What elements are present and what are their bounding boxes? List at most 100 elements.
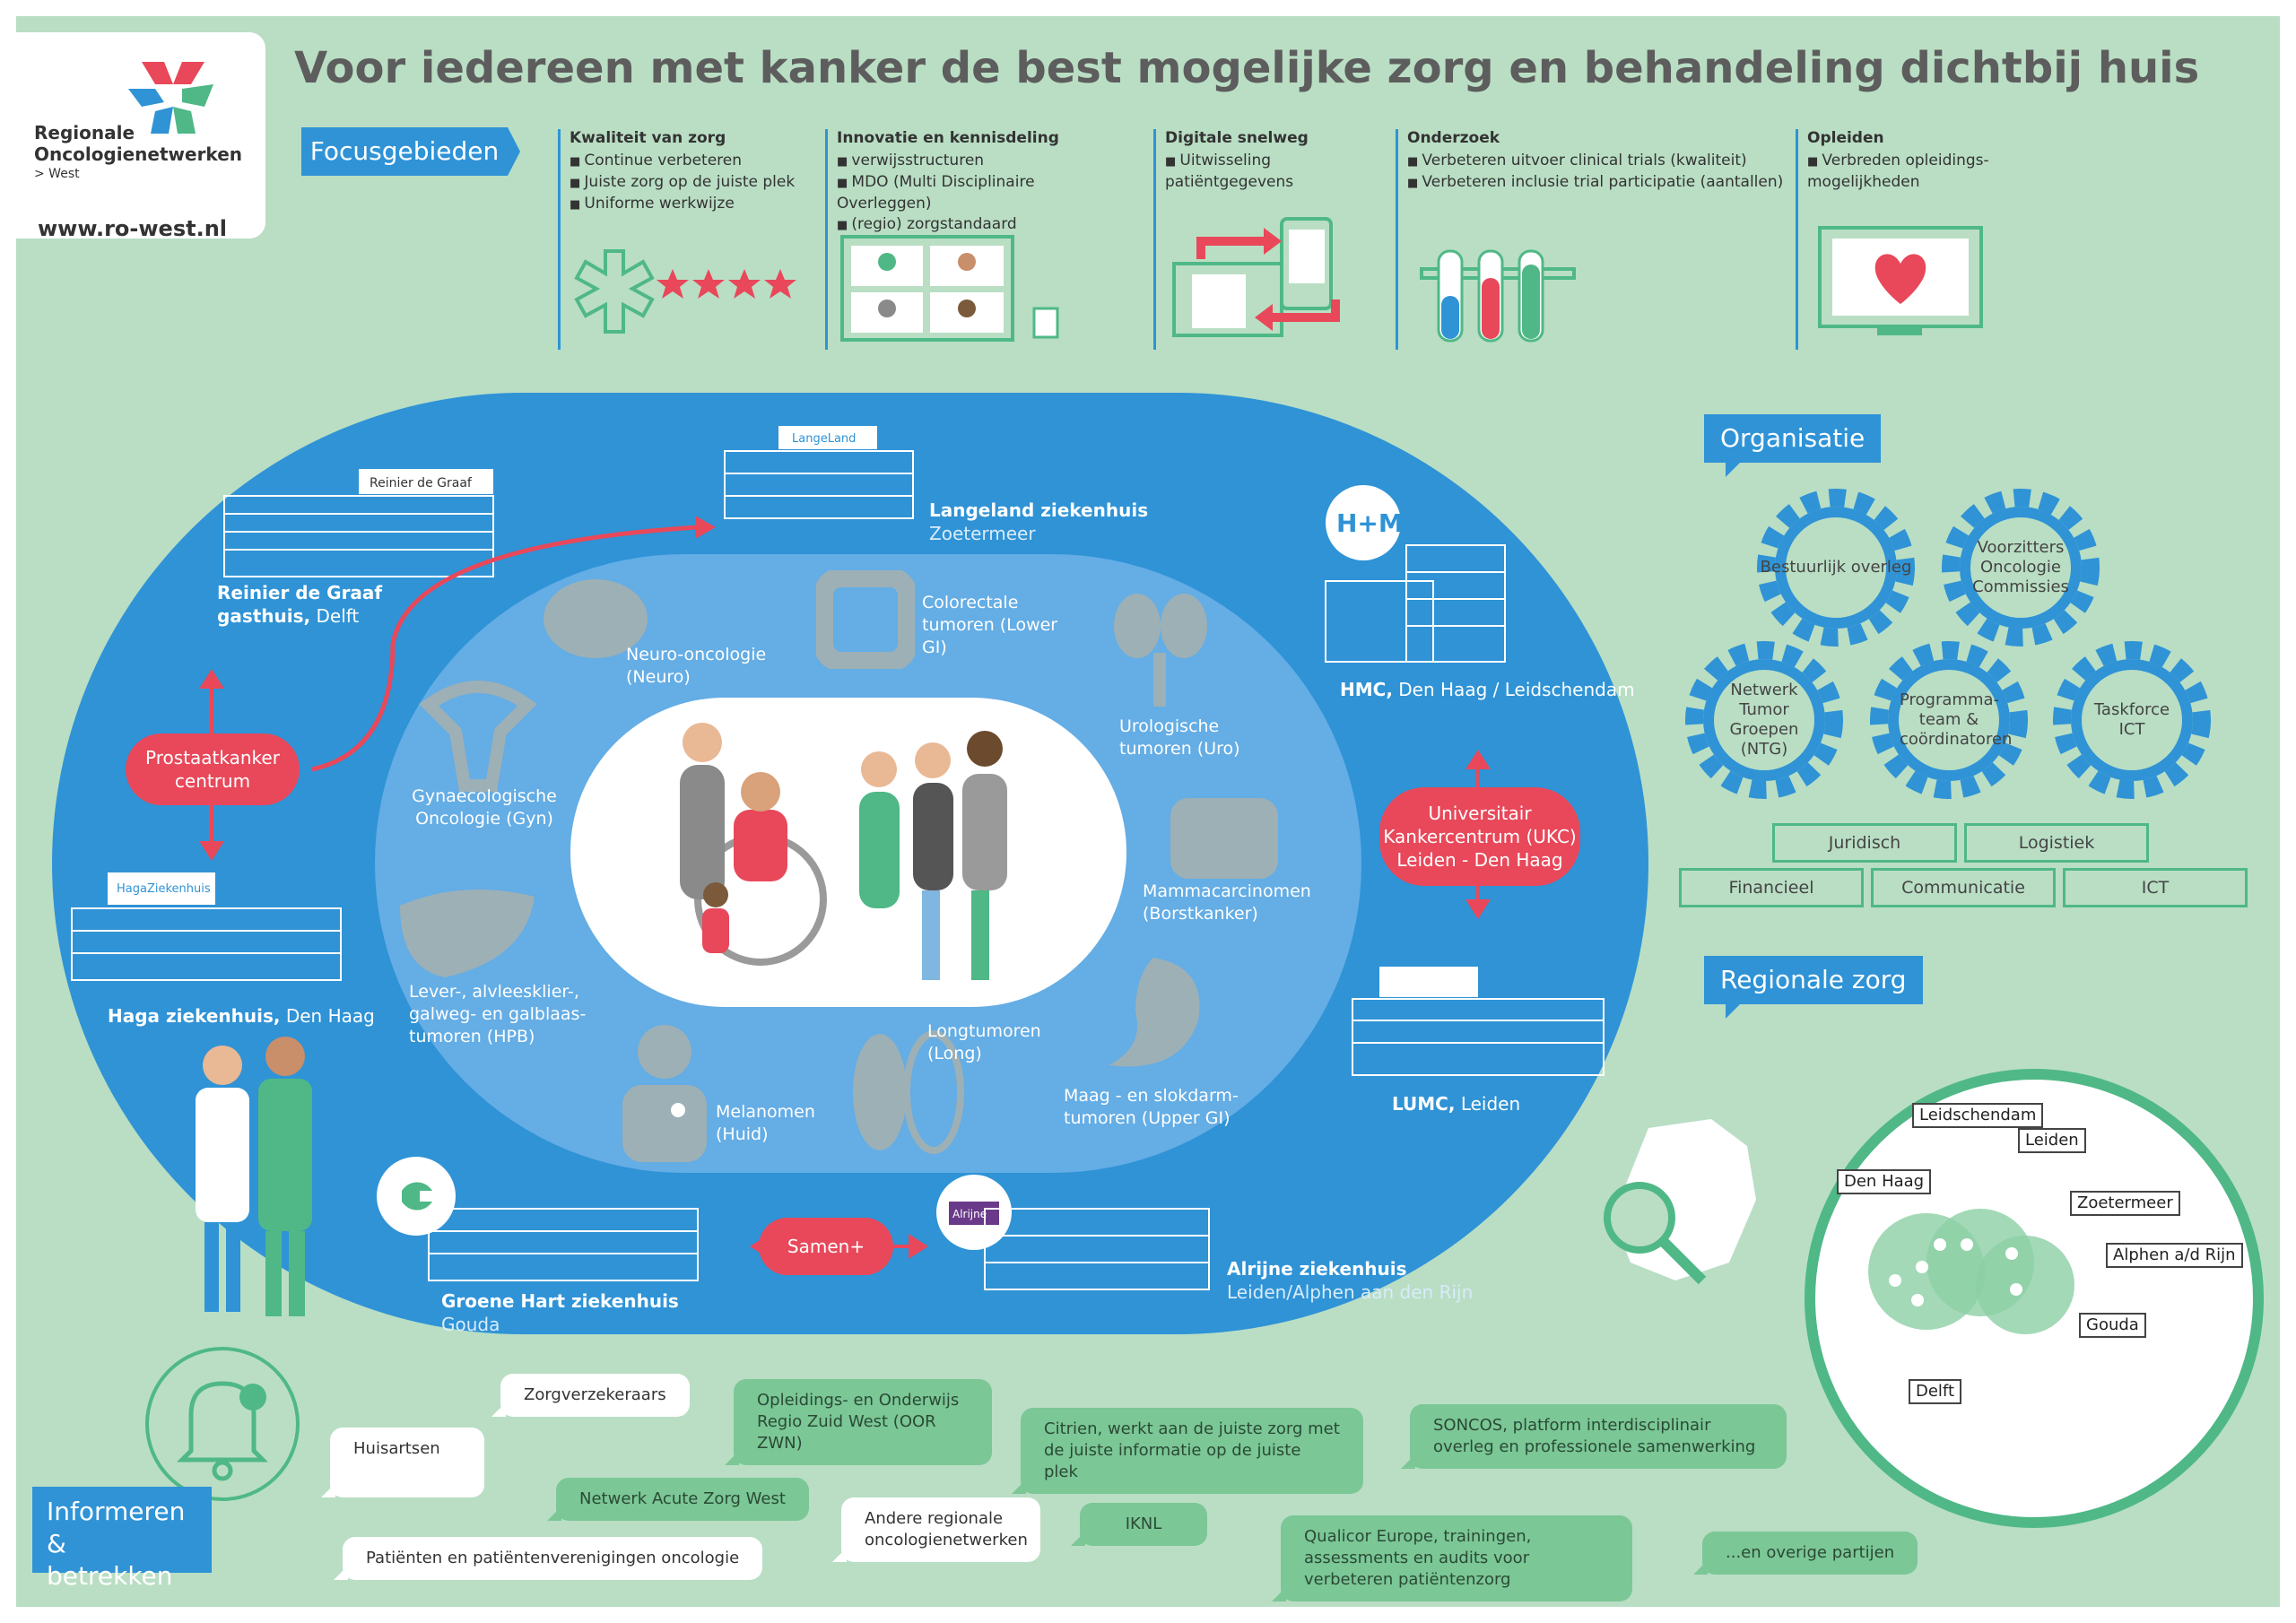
focus-item: (regio) zorgstandaard	[837, 214, 1133, 236]
heart-screen-icon	[1818, 226, 1983, 335]
haga-sign: HagaZiekenhuis	[117, 882, 211, 896]
gear-label-voorzitters: Voorzitters Oncologie Commissies	[1972, 538, 2069, 596]
city-gouda: Gouda	[2079, 1313, 2146, 1338]
gear-icon	[2053, 641, 2211, 799]
focus-item: Uitwisseling patiëntgegevens	[1165, 151, 1371, 193]
stakeholder-bubble: ...en overige partijen	[1692, 1532, 1918, 1575]
bell-icon	[145, 1347, 300, 1501]
tumor-huid-label: Melanomen (Huid)	[716, 1102, 815, 1144]
focus-column-digitale-snelweg: Digitale snelweg Uitwisseling patiëntgeg…	[1153, 129, 1371, 350]
org-box-financieel: Financieel	[1679, 868, 1864, 907]
data-exchange-icon	[1172, 217, 1340, 337]
hospital-haga-label: Haga ziekenhuis, Den Haag	[108, 1005, 375, 1027]
org-box-logistiek: Logistiek	[1964, 823, 2149, 863]
ro-west-logo-icon	[128, 62, 213, 134]
focus-column-title: Onderzoek	[1407, 129, 1500, 147]
focus-item: MDO (Multi Disciplinaire Overleggen)	[837, 172, 1133, 214]
stakeholder-bubble: Andere regionale oncologienetwerken	[832, 1497, 1040, 1562]
tumor-long-label: Longtumoren (Long)	[927, 1021, 1041, 1063]
prostaatkanker-centrum-badge: Prostaatkanker centrum	[126, 733, 300, 805]
logo-subtitle: > West	[34, 167, 80, 181]
focus-column-opleiden: Opleiden Verbreden opleidings-mogelijkhe…	[1796, 129, 2031, 350]
gear-label-ntg: Netwerk Tumor Groepen (NTG)	[1729, 681, 1799, 759]
hmc-sign: H+MC	[1336, 508, 1422, 538]
lungs-icon	[853, 1030, 964, 1154]
website-url[interactable]: www.ro-west.nl	[38, 216, 228, 241]
focus-column-title: Digitale snelweg	[1165, 129, 1309, 147]
logo-text: Regionale Oncologienetwerken	[34, 122, 243, 165]
gear-icon	[1870, 641, 2028, 799]
organisatie-section-label: Organisatie	[1704, 414, 1882, 477]
stakeholder-bubble: Opleidings- en Onderwijs Regio Zuid West…	[725, 1379, 992, 1465]
focus-column-kwaliteit: Kwaliteit van zorg Continue verbeteren J…	[558, 129, 812, 350]
brain-icon	[544, 579, 648, 658]
skin-person-icon	[622, 1025, 707, 1162]
org-box-communicatie: Communicatie	[1871, 868, 2056, 907]
regionale-zorg-section-label: Regionale zorg	[1704, 956, 1923, 1019]
focus-column-onderzoek: Onderzoek Verbeteren uitvoer clinical tr…	[1396, 129, 1784, 350]
focus-item: Uniforme werkwijze	[570, 194, 812, 215]
reinier-de-graaf-building-icon: Reinier de Graaf	[223, 469, 494, 577]
tumor-uro-label: Urologische tumoren (Uro)	[1119, 716, 1240, 759]
city-zoetermeer: Zoetermeer	[2070, 1191, 2180, 1216]
groene-hart-building-icon	[377, 1157, 699, 1281]
informeren-section-label: Informeren & betrekken	[32, 1487, 212, 1591]
langeland-sign: LangeLand	[792, 432, 856, 446]
hospital-alrijne-label: Alrijne ziekenhuis Leiden/Alphen aan den…	[1227, 1258, 1474, 1303]
liver-icon	[400, 890, 535, 977]
focus-column-title: Kwaliteit van zorg	[570, 129, 726, 147]
haga-building-icon: HagaZiekenhuis	[71, 872, 342, 981]
city-leiden: Leiden	[2018, 1128, 2086, 1153]
page-title: Voor iedereen met kanker de best mogelij…	[294, 43, 2200, 93]
test-tubes-icon	[1420, 249, 1576, 343]
stakeholder-bubble: Huisartsen	[321, 1428, 484, 1497]
langeland-building-icon: LangeLand	[724, 426, 914, 519]
intestine-icon	[816, 570, 915, 669]
gear-icon	[1685, 641, 1843, 799]
city-alphen: Alphen a/d Rijn	[2106, 1243, 2243, 1268]
org-box-juridisch: Juridisch	[1772, 823, 1957, 863]
focus-item: Verbreden opleidings-mogelijkheden	[1807, 151, 2031, 193]
breast-icon	[1170, 798, 1278, 879]
hospital-lumc-label: LUMC, Leiden	[1392, 1093, 1521, 1115]
tumor-hpb-label: Lever-, alvleesklier-, galweg- en galbla…	[409, 982, 587, 1046]
gear-label-bestuurlijk: Bestuurlijk overleg	[1760, 558, 1912, 577]
focus-item: Verbeteren inclusie trial participatie (…	[1407, 172, 1784, 194]
stakeholder-bubble: Qualicor Europe, trainingen, assessments…	[1272, 1515, 1632, 1601]
netherlands-magnifier-icon	[1604, 1119, 1756, 1285]
infographic-page: Regionale Oncologienetwerken > West www.…	[16, 16, 2280, 1607]
focus-section-label: Focusgebieden	[301, 127, 520, 176]
tumor-gyn-label: Gynaecologische Oncologie (Gyn)	[412, 786, 557, 829]
tumor-neuro-label: Neuro-oncologie (Neuro)	[626, 645, 767, 687]
org-box-ict: ICT	[2063, 868, 2248, 907]
gear-icon	[1757, 489, 1915, 647]
tumor-maag-label: Maag - en slokdarm-tumoren (Upper GI)	[1064, 1086, 1239, 1128]
patients-illustration	[680, 723, 1007, 980]
stakeholder-bubble: Zorgverzekeraars	[491, 1374, 690, 1417]
city-leidschendam: Leidschendam	[1912, 1103, 2044, 1128]
doctors-illustration	[196, 1037, 312, 1316]
video-meeting-icon	[840, 235, 1059, 342]
reinier-sign: Reinier de Graaf	[370, 476, 473, 490]
alrijne-building-icon: Alrijne	[936, 1175, 1210, 1290]
gear-icon	[1942, 489, 2100, 647]
logo-panel: Regionale Oncologienetwerken > West www.…	[16, 32, 265, 241]
lumc-building-icon	[1352, 967, 1605, 1076]
city-den-haag: Den Haag	[1837, 1169, 1932, 1194]
tumor-mamma-label: Mammacarcinomen (Borstkanker)	[1143, 881, 1311, 924]
hospital-langeland-label: Langeland ziekenhuis Zoetermeer	[929, 499, 1149, 544]
stakeholder-bubble: SONCOS, platform interdisciplinair overl…	[1401, 1404, 1787, 1469]
gear-label-taskforce: Taskforce ICT	[2093, 700, 2170, 739]
hmc-building-icon: H+MC	[1325, 485, 1506, 663]
stomach-icon	[1109, 958, 1200, 1067]
kidney-icon	[1114, 594, 1207, 707]
uterus-icon	[419, 681, 537, 792]
focus-column-innovatie: Innovatie en kennisdeling verwijsstructu…	[825, 129, 1133, 350]
stakeholder-bubble: Netwerk Acute Zorg West	[547, 1478, 809, 1521]
star-of-life-rating-icon	[574, 249, 796, 334]
city-delft: Delft	[1909, 1379, 1962, 1404]
gear-label-programmateam: Programma-team & coördinatoren	[1900, 690, 2013, 749]
patients-panel	[570, 698, 1126, 1007]
ukc-badge: Universitair Kankercentrum (UKC) Leiden …	[1379, 787, 1580, 886]
focus-item: Verbeteren uitvoer clinical trials (kwal…	[1407, 151, 1784, 172]
